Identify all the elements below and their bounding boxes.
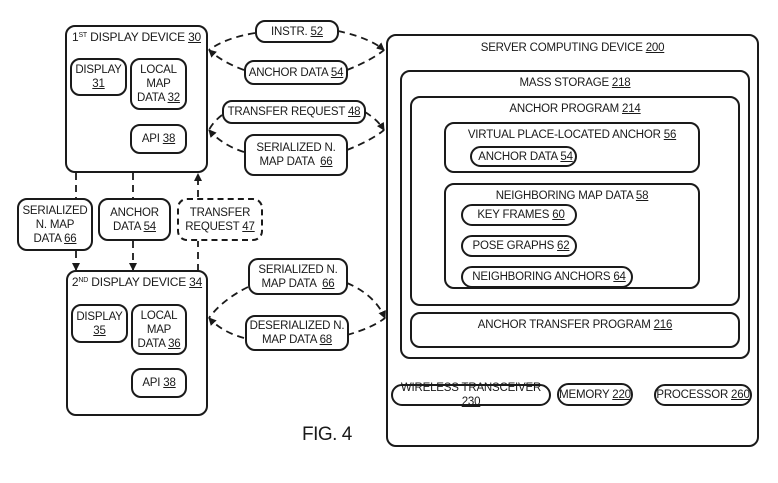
anchor-transfer-program: ANCHOR TRANSFER PROGRAM 216 [410,312,740,348]
wireless-transceiver: WIRELESS TRANSCEIVER 230 [391,382,551,408]
serialized-map-data-message-2: SERIALIZED N. MAP DATA 66 [248,258,348,295]
serialized-map-data-box: SERIALIZED N. MAP DATA 66 [17,198,93,251]
arrow-deserialized-from-server [346,317,386,336]
arrow-serialized2-to-server [346,282,386,319]
device2-local-map-data: LOCAL MAP DATA 36 [131,304,187,355]
arrow-serialized-to-device1 [208,129,245,153]
serialized-map-data-message-1: SERIALIZED N. MAP DATA 66 [244,134,348,176]
device1-local-map-data: LOCAL MAP DATA 32 [130,58,187,110]
vpla-title: VIRTUAL PLACE-LOCATED ANCHOR 56 [467,129,677,141]
transfer-request-message: TRANSFER REQUEST 48 [222,100,366,124]
device2-display: DISPLAY 35 [71,304,128,343]
server-title: SERVER COMPUTING DEVICE 200 [480,42,665,54]
processor: PROCESSOR 260 [654,384,752,406]
device2-api: API 38 [131,368,187,398]
arrow-instr-to-server [337,30,385,51]
anchor-transfer-program-title: ANCHOR TRANSFER PROGRAM 216 [477,319,673,331]
anchor-data-box: ANCHOR DATA 54 [98,198,171,241]
mass-storage-title: MASS STORAGE 218 [519,77,631,89]
arrow-transfer-from-device1 [208,114,223,131]
arrow-transfer-to-server [364,111,385,131]
anchor-data-message: ANCHOR DATA 54 [244,60,348,85]
arrow-serialized-from-server [346,129,385,151]
pose-graphs: POSE GRAPHS 62 [461,235,577,257]
figure-label: FIG. 4 [302,424,352,445]
device1-title: 1ST DISPLAY DEVICE 30 [71,30,202,44]
arrow-serialized2-from-device2 [208,286,249,319]
memory: MEMORY 220 [557,383,633,406]
nmd-title: NEIGHBORING MAP DATA 58 [495,190,649,202]
vpla-anchor-data: ANCHOR DATA 54 [470,146,577,167]
deserialized-map-data-message: DESERIALIZED N. MAP DATA 68 [245,315,349,351]
device1-api: API 38 [130,124,187,154]
arrow-deserialized-to-device2 [208,317,245,339]
arrow-anchor-to-device1 [208,49,245,71]
instr-message: INSTR. 52 [255,20,339,43]
device2-title: 2ND DISPLAY DEVICE 34 [71,275,203,289]
anchor-program-title: ANCHOR PROGRAM 214 [509,103,641,115]
arrow-instr-from-device1 [208,32,256,51]
device1-display: DISPLAY 31 [70,58,127,96]
neighboring-anchors: NEIGHBORING ANCHORS 64 [461,266,633,288]
transfer-request-box: TRANSFER REQUEST 47 [177,198,263,241]
arrow-anchor-from-server [346,49,385,71]
key-frames: KEY FRAMES 60 [461,204,577,226]
